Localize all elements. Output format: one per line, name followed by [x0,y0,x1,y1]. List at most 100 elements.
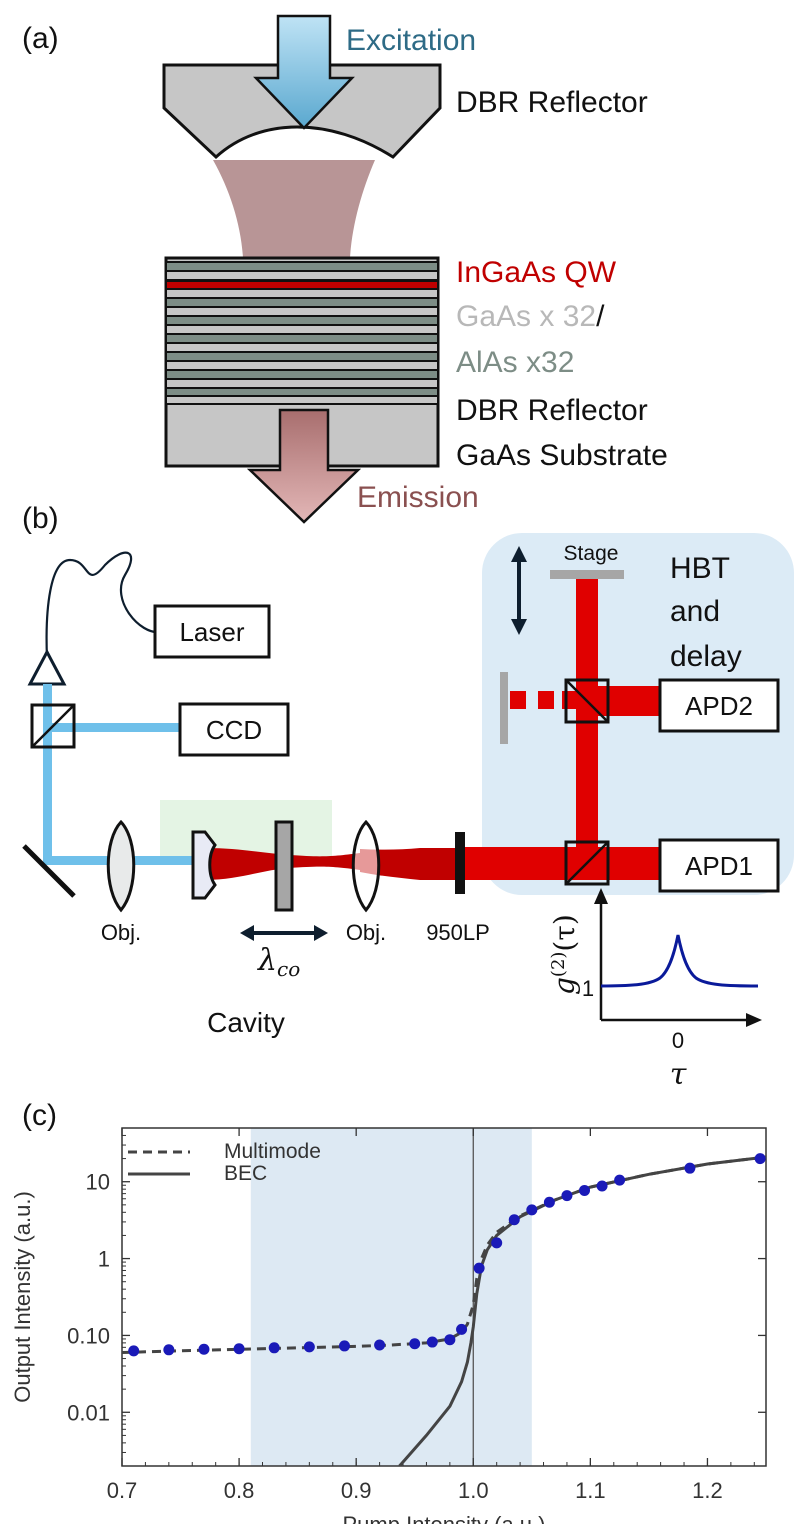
excitation-arrow [253,14,355,130]
data-point [543,1196,555,1208]
objective-right [351,819,381,913]
emission-arrow [246,408,362,524]
g2-zero-label: 0 [672,1028,684,1053]
panel-c: (c) 0.7 0.8 0.9 1.0 1.1 1.2 0.01 0.10 1 10Pump In… [10,1099,767,1524]
hbt-label-line1: HBT [670,552,730,585]
chart: 0.7 0.8 0.9 1.0 1.1 1.2 0.01 0.10 1 10Pump Intens… [10,1127,767,1524]
g2-inset: g(2)(τ) 1 0 τ [548,888,762,1092]
beamsplitter-hbt-top [564,678,610,724]
panel-b: (b) Laser CCD [22,502,794,1092]
stage-arrow [511,546,527,635]
emission-label: Emission [357,481,479,514]
laser-label: Laser [179,617,244,647]
data-point [579,1184,591,1196]
x-tick-label: 1.0 [458,1478,489,1503]
x-tick-label: 1.1 [575,1478,606,1503]
optical-fiber [45,551,161,659]
obj-right-label: Obj. [346,920,386,945]
top-mirror-label: DBR Reflector [456,86,648,119]
y-tick-label: 0.10 [67,1323,110,1348]
hbt-label-line2: and [670,595,720,628]
apd2-box [658,678,780,733]
x-tick-label: 0.8 [224,1478,255,1503]
data-point [163,1344,175,1356]
curved-cavity-mirror [191,830,217,900]
beamsplitter-hbt-bottom [564,840,610,886]
x-tick-label: 0.9 [341,1478,372,1503]
data-point [128,1345,140,1357]
beamsplitter-left [30,703,76,749]
data-point [614,1174,626,1186]
quantum-well-layer [165,280,439,290]
cavity-length-arrow [240,925,328,941]
panel-b-label: (b) [22,502,59,535]
panel-c-label: (c) [22,1099,57,1132]
hbt-beam-vertical [576,575,598,865]
data-point [303,1341,315,1353]
plot-frame [121,1127,767,1467]
delay-beam-dashed [510,691,578,709]
data-point [754,1153,766,1165]
data-point [338,1340,350,1352]
data-point [508,1214,520,1226]
output-beam [360,848,460,880]
cavity-label: Cavity [207,1007,285,1038]
qw-label: InGaAs QW [456,256,617,289]
data-point [684,1162,696,1174]
laser-box [153,604,271,659]
y-tick-label: 1 [98,1247,110,1272]
filter-label: 950LP [426,920,490,945]
data-point [526,1204,538,1216]
delay-mirror [500,672,508,744]
planar-cavity-mirror [274,820,294,912]
shaded-region [250,1128,532,1466]
x-axis-label: Pump Intensity (a.u.) [343,1512,546,1524]
g2-ylabel: g(2)(τ) [548,914,581,995]
cavity-mode [213,160,375,258]
longpass-filter [455,832,465,894]
data-point [198,1343,210,1355]
stage-mirror [550,570,624,579]
legend-label-bec: BEC [224,1162,267,1185]
y-axis-label: Output Intensity (a.u.) [10,1191,35,1403]
y-tick-label: 0.01 [67,1400,110,1425]
x-tick-label: 1.2 [692,1478,723,1503]
data-point [491,1237,503,1249]
data-point [268,1342,280,1354]
apd2-label: APD2 [685,691,753,721]
excitation-label: Excitation [346,24,476,57]
data-point [374,1339,386,1351]
substrate-label: GaAs Substrate [456,439,668,472]
data-point [561,1190,573,1202]
cavity-region-shape [160,800,332,857]
ccd-box [178,702,290,757]
data-point [233,1343,245,1355]
alas-label: AlAs x32 [456,346,574,379]
objective-left [106,819,136,913]
fiber-coupler [27,648,67,686]
data-point [456,1323,468,1335]
g2-curve [600,934,759,988]
data-point [473,1262,485,1274]
hbt-beam-horizontal-apd1 [460,847,665,880]
data-point [426,1336,438,1348]
legend-label-multimode: Multimode [224,1140,321,1163]
lambda-co-label: λco [257,943,300,981]
hbt-label-line3: delay [670,640,742,673]
g2-tau-label: τ [670,1057,687,1092]
hbt-beam-horizontal-apd2 [576,686,666,716]
apd1-label: APD1 [685,851,753,881]
bottom-mirror-label: DBR Reflector [456,394,648,427]
panel-a: (a) Excitation DBR Reflector [22,14,668,524]
y-tick-label: 10 [86,1170,110,1195]
data-point [444,1334,456,1346]
dbr-layer-stack [165,261,439,405]
apd1-box [658,838,780,893]
turning-mirror [22,844,76,898]
gaas-label: GaAs x 32/ [456,300,605,333]
stage-label: Stage [564,542,619,565]
obj-left-label: Obj. [101,920,141,945]
x-tick-label: 0.7 [107,1478,138,1503]
data-point [409,1338,421,1350]
